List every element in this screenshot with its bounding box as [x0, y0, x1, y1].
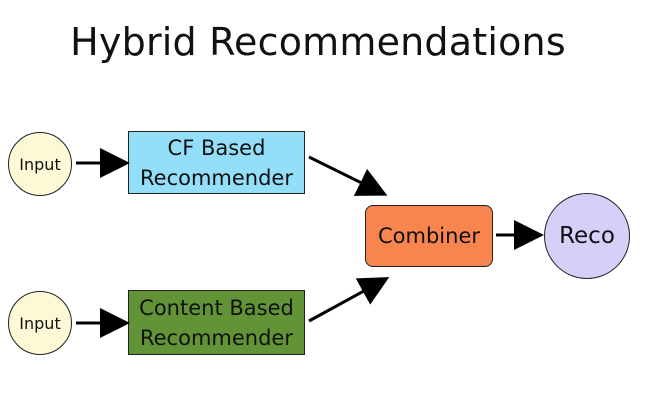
diagram-title: Hybrid Recommendations — [70, 20, 566, 64]
input-node-top: Input — [8, 132, 72, 196]
input-node-top-label: Input — [19, 154, 61, 174]
content-based-recommender-box: Content Based Recommender — [128, 290, 305, 355]
content-based-recommender-label: Content Based Recommender — [139, 295, 294, 350]
reco-label: Reco — [559, 223, 615, 249]
arrow-cf-to-combiner — [308, 155, 388, 196]
combiner-box: Combiner — [365, 205, 493, 267]
reco-node: Reco — [544, 193, 630, 279]
cf-based-recommender-label: CF Based Recommender — [140, 135, 293, 190]
cf-based-recommender-box: CF Based Recommender — [128, 131, 305, 194]
arrow-content-to-combiner — [308, 277, 390, 323]
combiner-label: Combiner — [378, 224, 480, 248]
input-node-bottom: Input — [8, 291, 72, 355]
input-node-bottom-label: Input — [19, 313, 61, 333]
